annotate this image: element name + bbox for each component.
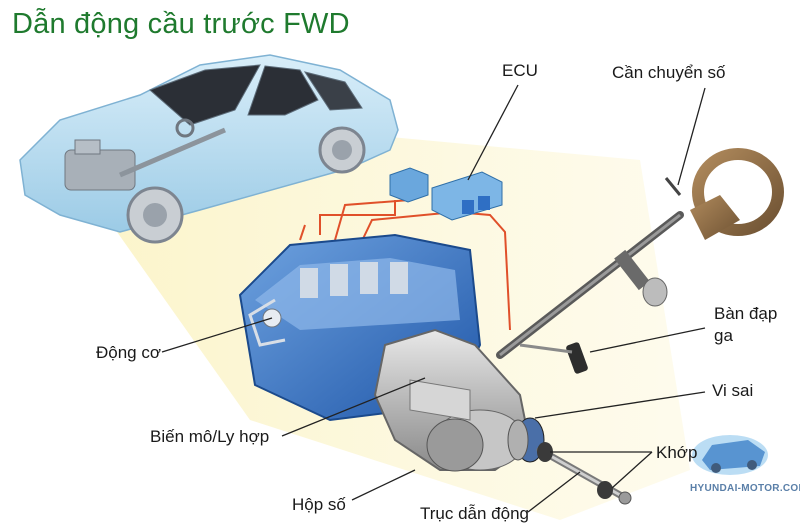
leader-ecu (467, 84, 519, 181)
label-ecu: ECU (502, 61, 538, 80)
leader-gearbox (351, 469, 416, 501)
label-joint: Khớp (656, 443, 698, 462)
car-illustration (19, 54, 399, 244)
label-converter-clutch: Biến mô/Ly hợp (150, 427, 270, 446)
sensor-module (389, 167, 429, 203)
leader-differential (534, 391, 706, 419)
label-engine: Động cơ (96, 343, 162, 362)
ecu-unit (431, 171, 503, 221)
leader-engine (161, 317, 273, 353)
accelerator-pedal (519, 342, 588, 374)
page-title: Dẫn động cầu trước FWD (12, 8, 350, 40)
leader-converter (281, 377, 426, 437)
leader-lines (161, 84, 706, 513)
label-gear-lever: Cần chuyển số (612, 63, 726, 82)
watermark-logo (692, 435, 768, 475)
label-differential: Vi sai (712, 381, 754, 400)
leader-drive-shaft (527, 471, 581, 513)
leader-accelerator (589, 327, 706, 353)
label-accelerator-line2: ga (714, 326, 733, 345)
label-gearbox: Hộp số (292, 495, 346, 514)
transmission-housing (373, 328, 532, 472)
label-drive-shaft: Trục dẫn động (420, 504, 529, 523)
watermark-text: HYUNDAI-MOTOR.COM.VN (690, 483, 800, 494)
steering-assembly (496, 148, 784, 359)
label-accelerator-line1: Bàn đạp (714, 304, 778, 323)
leader-joint-2 (611, 451, 653, 489)
leader-gear-lever (677, 87, 706, 186)
